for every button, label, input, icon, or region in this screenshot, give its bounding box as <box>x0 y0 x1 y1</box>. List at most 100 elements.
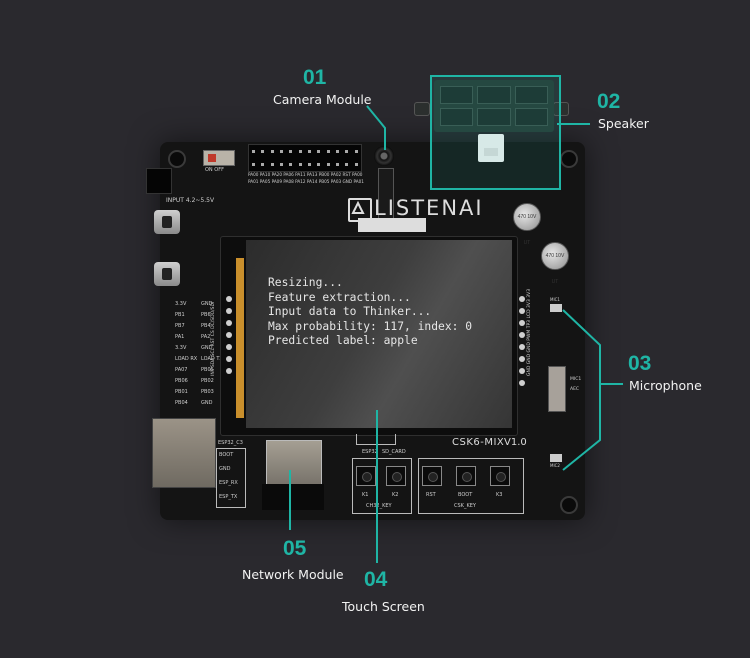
esp-pin-label: GND <box>219 466 231 472</box>
speaker-connector <box>478 134 504 162</box>
lcd-pin-column-left <box>226 296 232 380</box>
boot-select-header <box>356 434 396 445</box>
pin-label: GND <box>201 345 213 351</box>
pin-label: PB02 <box>201 378 214 384</box>
mic-label: MIC2 <box>550 463 560 468</box>
esp-pin-label: ESP_TX <box>219 494 238 500</box>
pin-label: LOAD RX <box>175 356 198 362</box>
header-label-row2: PA01 PA05 PA09 PA08 PA12 PA14 PB05 PA03 … <box>248 179 364 184</box>
pin-label: PB7 <box>175 323 185 329</box>
pin-labels-left: 3.3V PB1 PB7 PA1 3.3V LOAD RX PA07 PB06 … <box>175 301 198 412</box>
screen-line: Feature extraction... <box>268 290 411 304</box>
key-label: BOOT <box>458 492 473 498</box>
left-pin-labels: 3.3V PB1 PB7 PA1 3.3V LOAD RX PA07 PB06 … <box>175 301 223 414</box>
capacitor: 470 10V UT <box>541 242 569 285</box>
pin-label: 3.3V <box>175 301 187 307</box>
key-group-label: CSK_KEY <box>454 503 476 509</box>
key-label: K1 <box>362 492 369 498</box>
esp-header-title: ESP32_C3 <box>218 440 243 446</box>
speaker-grille <box>434 80 554 132</box>
board-model: CSK6-MIX <box>452 437 505 448</box>
callout-number: 02 <box>597 90 621 113</box>
speaker-highlight-box <box>430 75 561 190</box>
screen-line: Max probability: 117, index: 0 <box>268 319 473 333</box>
callout-number: 04 <box>364 568 388 591</box>
callout-number: 01 <box>303 66 327 89</box>
lcd-pin-labels-right: GND GND GND PWM TP3 LCD 3V3 3V3 <box>527 288 532 376</box>
key-k2-button[interactable] <box>386 466 406 486</box>
usb-c-port[interactable] <box>154 210 180 234</box>
key-k1-button[interactable] <box>356 466 376 486</box>
esp-antenna-area <box>262 484 324 510</box>
pin-label: LOAD TX <box>201 356 223 362</box>
mount-hole <box>560 496 578 514</box>
capacitor: 470 10V UT <box>513 203 541 246</box>
connector-label: SD_CARD <box>382 449 406 455</box>
pin-label: PB06 <box>175 378 188 384</box>
key-k3-button[interactable] <box>490 466 510 486</box>
mic-switch-label: AEC <box>570 387 580 392</box>
switch-label: ON OFF <box>205 167 224 173</box>
callout-label-touch-screen: Touch Screen <box>342 599 425 614</box>
mount-hole <box>560 150 578 168</box>
lcd-pin-labels-left: INT SDA SCL RST CS DC/SDO/SDI <box>211 301 216 376</box>
pin-label: PB03 <box>201 389 214 395</box>
ch32-key-group <box>352 458 412 514</box>
pin-label: GND <box>201 400 213 406</box>
speaker-tab <box>414 102 430 116</box>
lcd-pin-column-right <box>519 296 525 392</box>
callout-number: 05 <box>283 537 307 560</box>
callout-label-network: Network Module <box>242 567 344 582</box>
mic-label: MIC1 <box>550 297 560 302</box>
mic-mode-switch[interactable] <box>548 366 566 412</box>
board-version: V1.0 <box>504 437 527 448</box>
pin-label: PB01 <box>175 389 188 395</box>
esp-header: ESP32_C3 BOOT GND ESP_RX ESP_TX <box>216 441 246 508</box>
key-label: K3 <box>496 492 503 498</box>
usb-c-port[interactable] <box>154 262 180 286</box>
pin-label: 3.3V <box>175 345 187 351</box>
pin-label: PA07 <box>175 367 188 373</box>
input-voltage-label: INPUT 4.2~5.5V <box>166 197 215 204</box>
pin-label: PB04 <box>175 400 188 406</box>
pin-label: PB1 <box>175 312 185 318</box>
pin-label: PA1 <box>175 334 185 340</box>
csk-key-group <box>418 458 524 514</box>
ffc-connector <box>358 218 426 232</box>
key-boot-button[interactable] <box>456 466 476 486</box>
pin-label: PA2 <box>201 334 211 340</box>
lcd-flex-cable <box>236 258 244 418</box>
dc-jack <box>146 168 172 194</box>
header-label-row1: PA00 PA10 PA20 PA06 PA11 PA13 PB00 PA02 … <box>248 172 363 177</box>
pin-label: PB6 <box>201 312 211 318</box>
touch-screen[interactable] <box>246 240 512 428</box>
key-label: K2 <box>392 492 399 498</box>
mic2-component <box>550 454 562 462</box>
mount-hole <box>168 150 186 168</box>
brand-logo-text: LISTENAI <box>374 196 484 220</box>
screen-output: Resizing...Feature extraction...Input da… <box>268 276 472 349</box>
screen-line: Resizing... <box>268 276 343 289</box>
key-rst-button[interactable] <box>422 466 442 486</box>
gpio-header <box>248 144 362 172</box>
screen-line: Predicted label: apple <box>268 334 418 348</box>
screen-line: Input data to Thinker... <box>268 305 432 319</box>
pin-label: GND <box>201 301 213 307</box>
key-label: RST <box>426 492 436 498</box>
esp-pin-label: BOOT <box>219 452 234 458</box>
pin-label: PB05 <box>201 367 214 373</box>
power-switch[interactable] <box>203 150 235 166</box>
key-group-label: CH32_KEY <box>366 503 392 509</box>
mic1-component <box>550 304 562 312</box>
callout-label-speaker: Speaker <box>598 116 649 131</box>
callout-label-camera: Camera Module <box>273 92 372 107</box>
pin-label: PB4 <box>201 323 211 329</box>
esp-pin-label: ESP_RX <box>219 480 238 486</box>
connector-label: ESP32 <box>362 449 378 455</box>
callout-number: 03 <box>628 352 652 375</box>
pin-labels-right: GND PB6 PB4 PA2 GND LOAD TX PB05 PB02 PB… <box>201 301 223 412</box>
camera-lens <box>374 146 394 166</box>
mic-switch-label: MIC1 <box>570 377 582 382</box>
sd-card-slot[interactable] <box>152 418 216 488</box>
callout-label-microphone: Microphone <box>629 378 702 393</box>
